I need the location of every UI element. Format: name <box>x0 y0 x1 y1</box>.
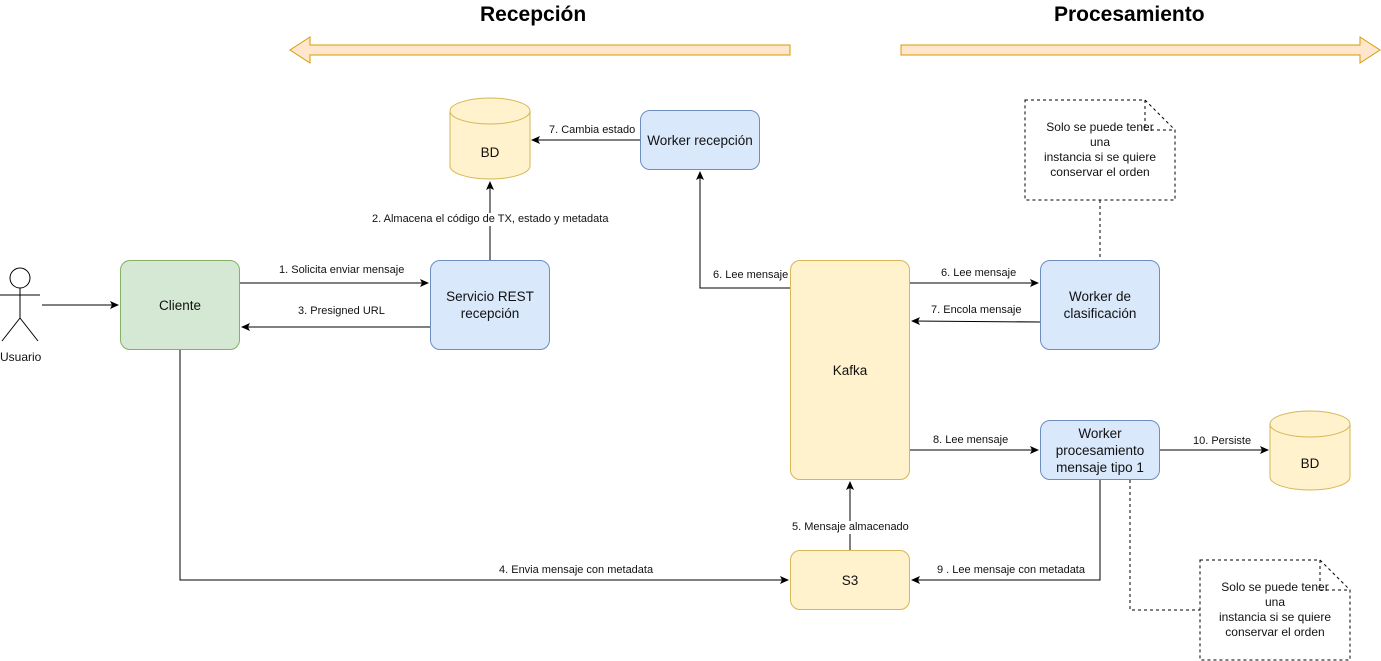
edge-6a-label: 6. Lee mensaje <box>712 269 790 282</box>
recepcion-title: Recepción <box>480 3 587 26</box>
bd-top-cylinder <box>449 97 531 180</box>
cliente-node: Cliente <box>120 260 240 350</box>
note-bottom-fold <box>1319 560 1350 591</box>
servicio-rest-node: Servicio REST recepción <box>430 260 550 350</box>
note-bottom-connector <box>1129 480 1200 611</box>
edge-1-label: 1. Solicita enviar mensaje <box>278 264 406 277</box>
procesamiento-section-arrow <box>900 36 1381 64</box>
edge-2-label: 2. Almacena el código de TX, estado y me… <box>371 213 610 226</box>
worker-clasificacion-node: Worker de clasificación <box>1040 260 1160 350</box>
recepcion-section-arrow <box>289 36 791 64</box>
edge-4-label: 4. Envia mensaje con metadata <box>498 564 655 577</box>
worker-recepcion-node: Worker recepción <box>640 110 760 170</box>
kafka-node: Kafka <box>790 260 910 480</box>
edge-8-label: 8. Lee mensaje <box>932 434 1010 447</box>
usuario-label: Usuario <box>0 350 42 364</box>
edge-7b-label: 7. Encola mensaje <box>930 304 1023 317</box>
edge-7b <box>911 317 1041 326</box>
bd-top-label: BD <box>480 145 500 160</box>
note-bottom-text: Solo se puede tener una instancia si se … <box>1218 580 1332 639</box>
bd-right-label: BD <box>1300 456 1320 471</box>
usuario-actor-icon <box>0 267 40 342</box>
procesamiento-title: Procesamiento <box>1054 3 1205 26</box>
edge-9-label: 9 . Lee mensaje con metadata <box>936 564 1086 577</box>
edge-3-label: 3. Presigned URL <box>297 305 386 318</box>
note-top-shape <box>1024 99 1176 201</box>
bd-right-cylinder <box>1269 410 1351 491</box>
edge-6b-label: 6. Lee mensaje <box>940 267 1018 280</box>
note-top-fold <box>1144 100 1175 131</box>
edge-5-label: 5. Mensaje almacenado <box>791 521 910 534</box>
edge-7a-label: 7. Cambia estado <box>548 124 637 137</box>
edge-9 <box>911 480 1101 584</box>
s3-node: S3 <box>790 550 910 610</box>
edge-10-label: 10. Persiste <box>1192 435 1253 448</box>
note-top-text: Solo se puede tener una instancia si se … <box>1043 120 1157 179</box>
edge-4 <box>179 350 789 584</box>
note-bottom-shape <box>1199 559 1351 661</box>
worker-procesamiento-node: Worker procesamiento mensaje tipo 1 <box>1040 420 1160 480</box>
edge-6a <box>696 171 790 289</box>
